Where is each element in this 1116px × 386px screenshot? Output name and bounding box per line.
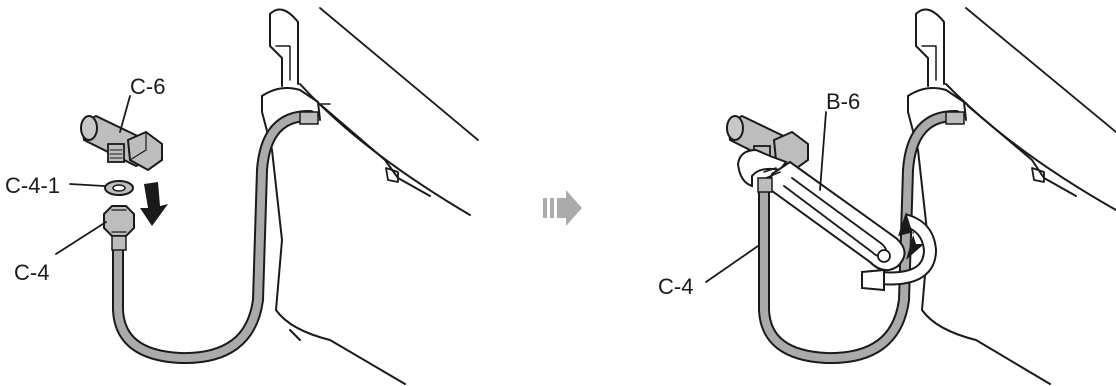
label-washer-left: C-4-1 — [5, 173, 60, 198]
left-panel: C-6 C-4-1 C-4 — [5, 8, 478, 384]
leader-washer-left — [70, 184, 104, 186]
toilet-body-right — [908, 8, 1116, 384]
step-arrow-icon — [543, 190, 582, 226]
right-panel: B-6 C-4 — [658, 8, 1116, 384]
label-wrench-right: B-6 — [826, 89, 860, 114]
hose-nut-right — [758, 178, 772, 192]
label-hose-left: C-4 — [14, 260, 49, 285]
leader-wrench-right — [820, 112, 826, 190]
leader-valve-left — [120, 96, 130, 132]
leader-hose-right — [706, 246, 758, 282]
label-valve-left: C-6 — [130, 74, 165, 99]
down-arrow-icon — [140, 182, 168, 226]
leader-hose-left — [56, 222, 106, 254]
label-hose-right: C-4 — [658, 274, 693, 299]
washer-left — [105, 181, 133, 195]
hose-nut-left — [104, 206, 134, 250]
toilet-body-left — [262, 8, 478, 384]
